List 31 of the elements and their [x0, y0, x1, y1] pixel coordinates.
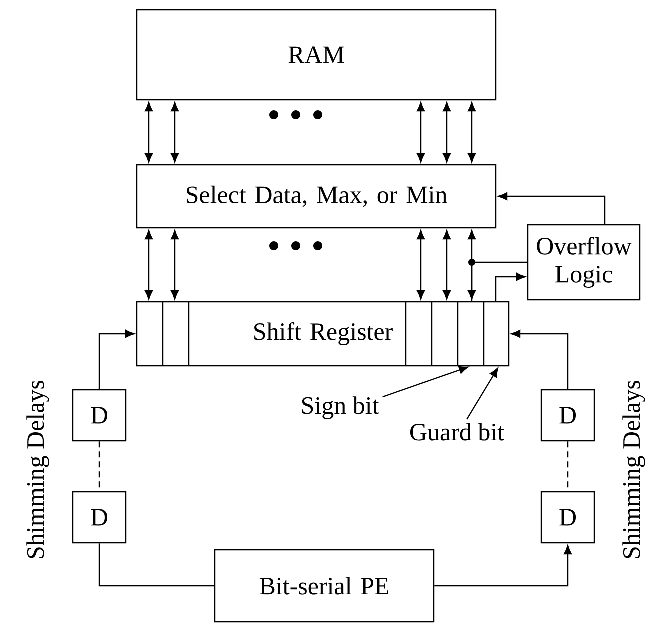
delay-box: D [540, 389, 596, 442]
arrow [417, 102, 426, 163]
connector [468, 259, 528, 302]
arrow [498, 192, 606, 224]
arrow [145, 102, 153, 163]
arrow [466, 368, 498, 420]
delay-box: D [540, 491, 596, 544]
arrow [98, 330, 135, 390]
arrow [495, 273, 526, 302]
processor-box: Bit-serial PE [214, 549, 435, 623]
logic-box: Overflow Logic [527, 224, 641, 301]
delay-box: D [72, 389, 127, 442]
arrow [468, 102, 476, 163]
side-label: Shimming Delays [26, 380, 50, 558]
register-box: Shift Register [136, 301, 510, 367]
arrow [443, 230, 452, 300]
callout-text: Guard bit [410, 423, 504, 441]
arrow [511, 330, 569, 390]
callout-text: Sign bit [302, 396, 380, 420]
memory-box: RAM [136, 9, 497, 101]
arrow [382, 366, 468, 398]
arrow [443, 102, 452, 163]
arrow [434, 545, 572, 587]
arrow [145, 230, 153, 300]
side-label: Shimming Delays [622, 380, 646, 558]
delay-box: D [72, 491, 127, 544]
arrow [417, 230, 426, 300]
arrow [468, 230, 476, 300]
arrow [171, 102, 179, 163]
selector-box: Select Data, Max, or Min [136, 164, 497, 229]
arrow [171, 230, 179, 300]
